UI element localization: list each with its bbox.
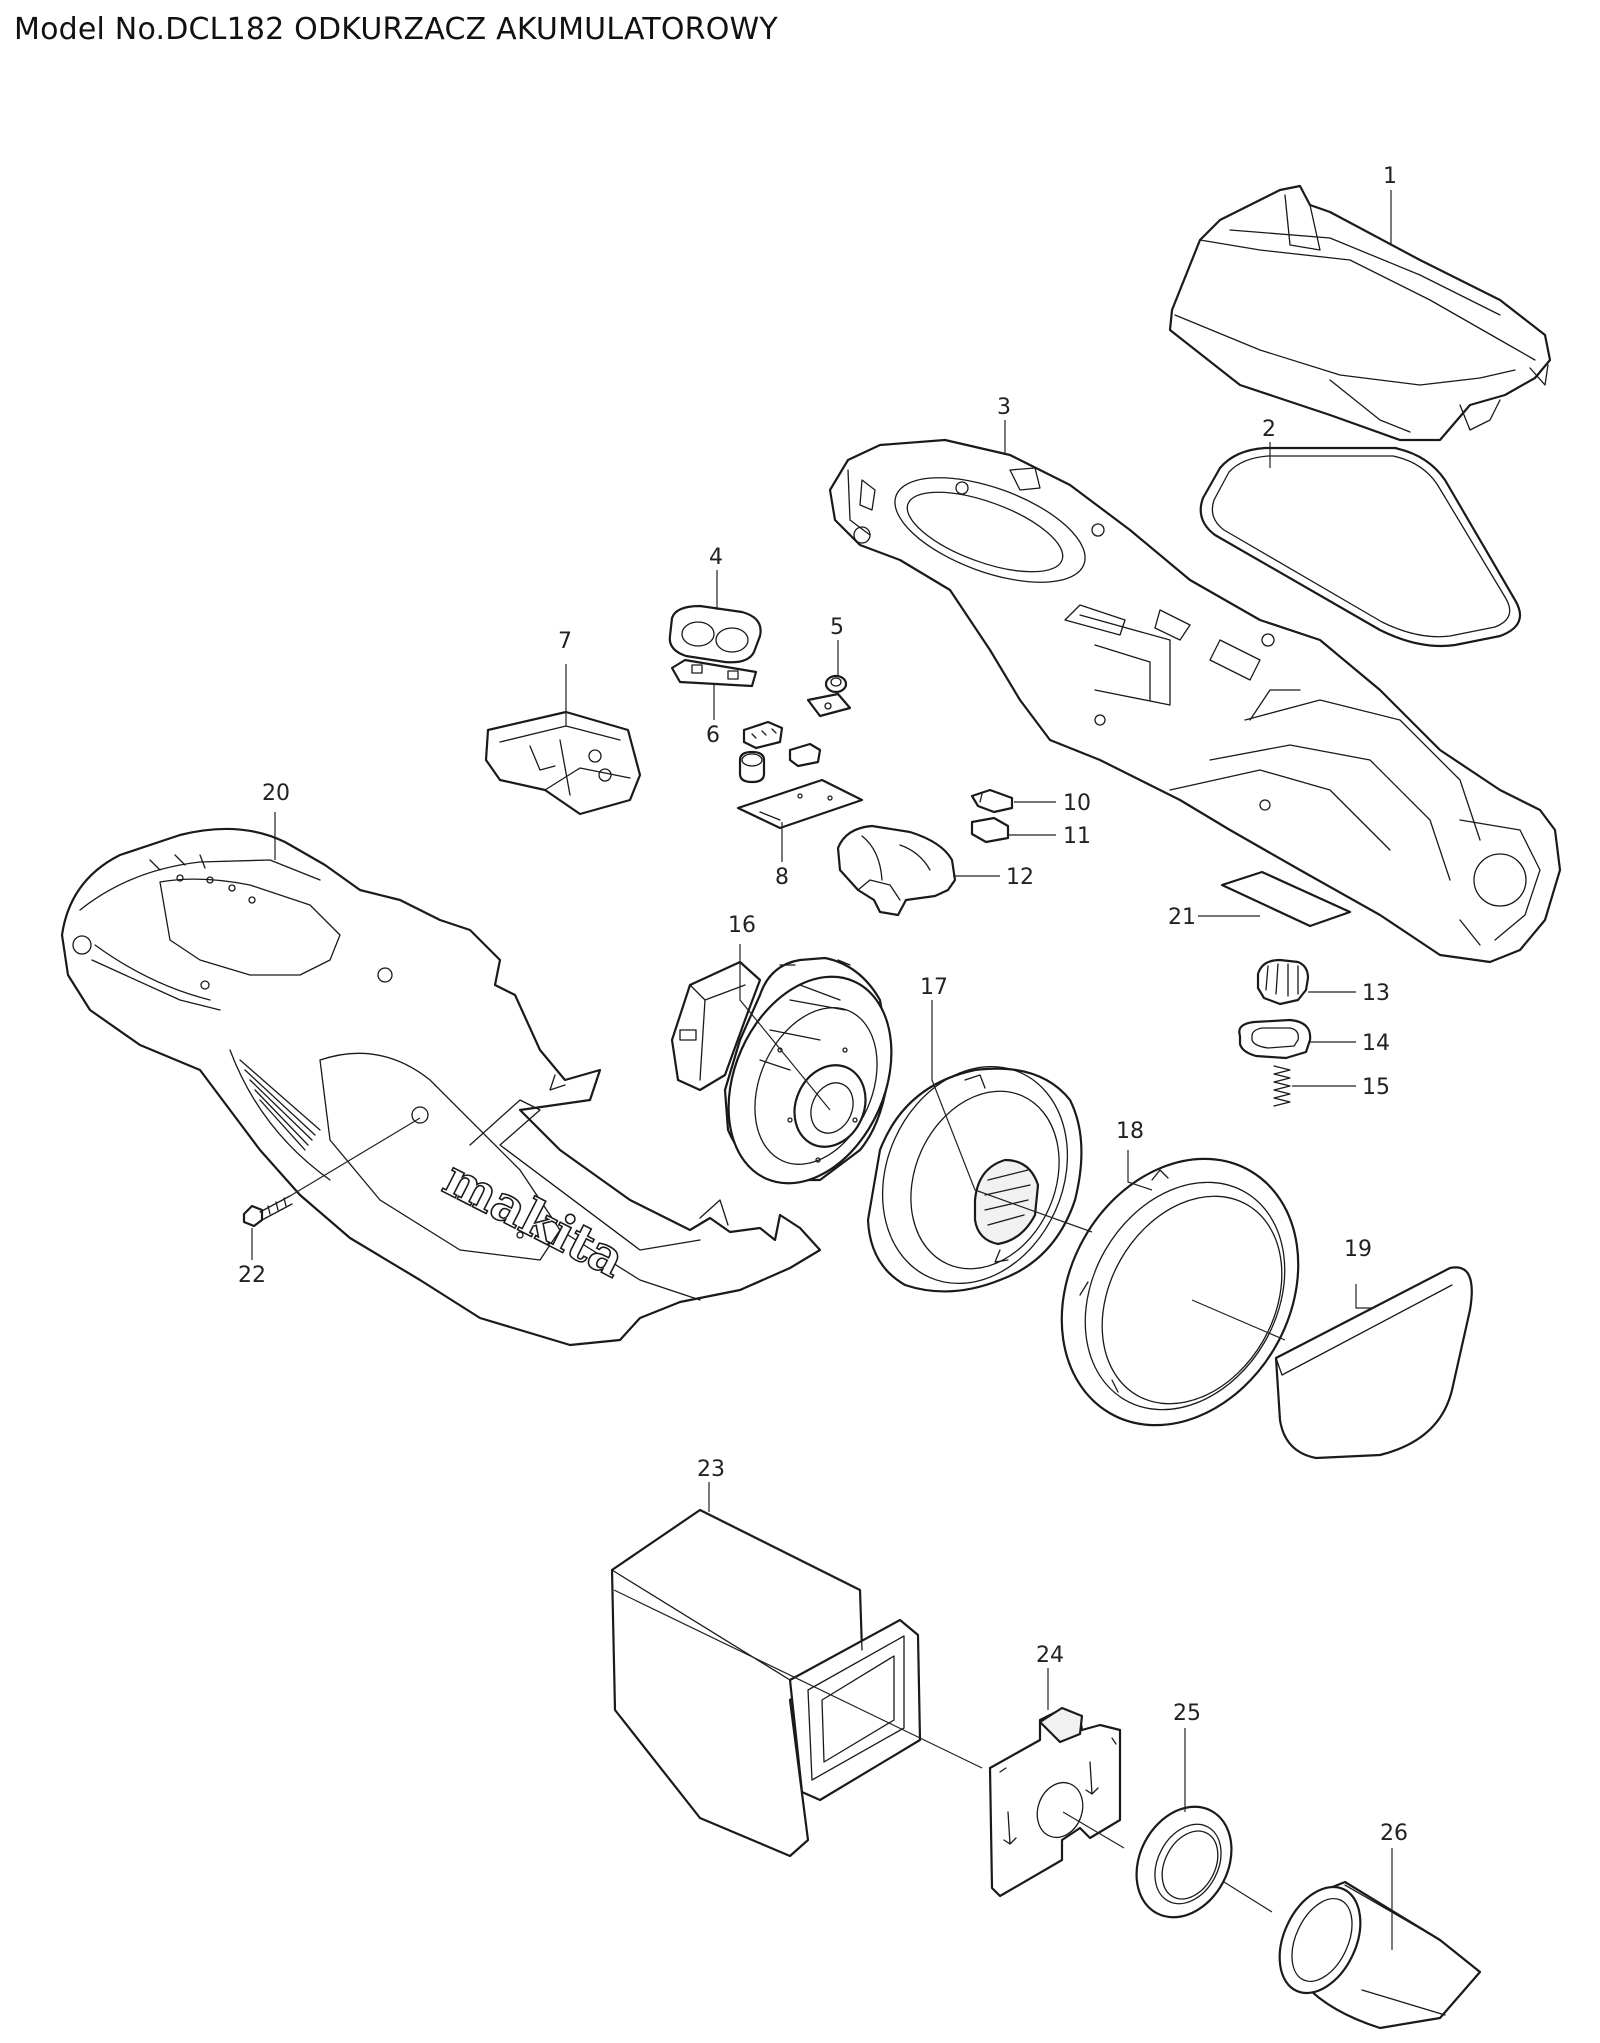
- label-part-7: 7: [558, 629, 572, 654]
- label-part-18: 18: [1116, 1119, 1144, 1144]
- label-part-5: 5: [830, 615, 844, 640]
- part-11-pad[interactable]: [970, 816, 1010, 844]
- label-part-14: 14: [1362, 1031, 1390, 1056]
- label-part-11: 11: [1063, 824, 1091, 849]
- page-title: Model No.DCL182 ODKURZACZ AKUMULATOROWY: [14, 12, 778, 47]
- label-part-19: 19: [1344, 1237, 1372, 1262]
- part-3-housing[interactable]: [828, 438, 1562, 964]
- part-5-plug[interactable]: [824, 674, 848, 694]
- label-part-21: 21: [1168, 905, 1196, 930]
- part-19-filter-pad[interactable]: [1274, 1266, 1473, 1460]
- label-part-22: 22: [238, 1263, 266, 1288]
- part-14-button-frame[interactable]: [1238, 1018, 1312, 1060]
- part-24-bag-holder[interactable]: [988, 1706, 1122, 1898]
- label-part-16: 16: [728, 913, 756, 938]
- part-16-motor-fan[interactable]: [670, 951, 922, 1209]
- label-part-23: 23: [697, 1457, 725, 1482]
- part-21-label[interactable]: [1220, 870, 1352, 928]
- label-part-24: 24: [1036, 1643, 1064, 1668]
- part-18-ring[interactable]: [1015, 1116, 1346, 1468]
- label-part-12: 12: [1006, 865, 1034, 890]
- label-part-17: 17: [920, 975, 948, 1000]
- part-22-screw[interactable]: [242, 1195, 293, 1228]
- label-part-6: 6: [706, 723, 720, 748]
- part-23-dust-bag[interactable]: [610, 1508, 922, 1858]
- part-12-switch-lever[interactable]: [836, 824, 957, 917]
- label-part-20: 20: [262, 781, 290, 806]
- label-part-25: 25: [1173, 1701, 1201, 1726]
- part-8-circuit-board[interactable]: [736, 778, 864, 830]
- label-part-26: 26: [1380, 1821, 1408, 1846]
- part-6-switch-plate[interactable]: [670, 658, 852, 718]
- part-1-top-cover[interactable]: [1168, 184, 1552, 442]
- connector-terminals: [738, 720, 822, 784]
- label-part-8: 8: [775, 865, 789, 890]
- label-part-15: 15: [1362, 1075, 1390, 1100]
- part-25-seal-ring[interactable]: [1118, 1790, 1250, 1934]
- part-15-spring[interactable]: [1273, 1065, 1291, 1107]
- part-10-clip[interactable]: [970, 788, 1014, 814]
- part-26-nozzle[interactable]: [1264, 1874, 1482, 2030]
- part-2-gasket[interactable]: [1199, 446, 1522, 648]
- label-part-1: 1: [1383, 164, 1397, 189]
- part-20-lower-housing[interactable]: makita: [60, 827, 822, 1347]
- label-part-10: 10: [1063, 791, 1091, 816]
- part-17-filter-housing[interactable]: [849, 1037, 1101, 1313]
- label-part-4: 4: [709, 545, 723, 570]
- part-7-terminal-block[interactable]: [484, 710, 642, 816]
- label-part-13: 13: [1362, 981, 1390, 1006]
- label-part-2: 2: [1262, 417, 1276, 442]
- part-13-release-button[interactable]: [1256, 958, 1310, 1006]
- part-4-switch-cover[interactable]: [668, 604, 762, 664]
- part-number-labels: 1 2 3 4 5 6 7 8 10 11 12 13 14 15 16 17 …: [238, 164, 1408, 1846]
- label-part-3: 3: [997, 395, 1011, 420]
- leader-lines: [251, 190, 1393, 1950]
